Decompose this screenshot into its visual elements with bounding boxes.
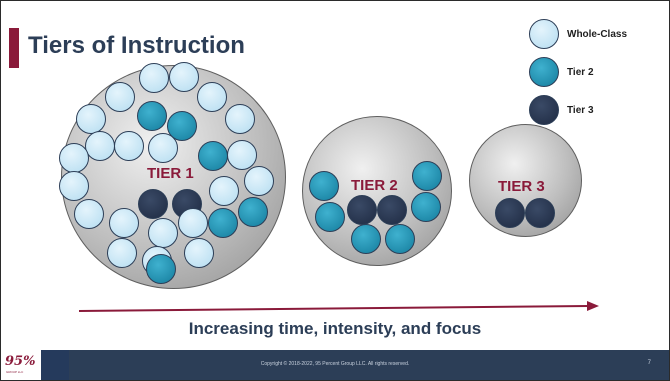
title-accent-bar xyxy=(9,28,19,68)
tier-3-student-dot xyxy=(377,195,407,225)
tier-3-group-circle xyxy=(469,124,582,237)
progression-caption: Increasing time, intensity, and focus xyxy=(188,319,482,338)
whole-class-student-dot xyxy=(209,176,239,206)
tier-2-student-dot xyxy=(385,224,415,254)
tier-2-student-dot xyxy=(146,254,176,284)
tier-3-label: TIER 3 xyxy=(498,178,545,195)
tier-2-student-dot xyxy=(238,197,268,227)
tier-3-student-dot xyxy=(347,195,377,225)
whole-class-student-dot xyxy=(244,166,274,196)
legend-item-whole-class: Whole-Class xyxy=(529,15,627,53)
whole-class-student-dot xyxy=(74,199,104,229)
legend-item-tier-2: Tier 2 xyxy=(529,53,627,91)
tier-2-dot-icon xyxy=(529,57,559,87)
whole-class-student-dot xyxy=(109,208,139,238)
progression-arrow xyxy=(79,301,599,312)
footer-accent-block xyxy=(41,350,69,380)
tier-3-student-dot xyxy=(495,198,525,228)
logo-subtext: GROUP LLC xyxy=(6,370,24,374)
tier-3-student-dot xyxy=(525,198,555,228)
whole-class-student-dot xyxy=(178,208,208,238)
page-number: 7 xyxy=(647,360,651,366)
tier-2-student-dot xyxy=(309,171,339,201)
whole-class-student-dot xyxy=(114,131,144,161)
legend-item-tier-3: Tier 3 xyxy=(529,91,627,129)
whole-class-student-dot xyxy=(76,104,106,134)
whole-class-student-dot xyxy=(107,238,137,268)
whole-class-student-dot xyxy=(227,140,257,170)
legend: Whole-Class Tier 2 Tier 3 xyxy=(529,15,627,129)
tier-2-student-dot xyxy=(198,141,228,171)
tier-2-student-dot xyxy=(208,208,238,238)
whole-class-student-dot xyxy=(85,131,115,161)
tier-2-student-dot xyxy=(411,192,441,222)
whole-class-student-dot xyxy=(148,218,178,248)
tier-3-dot-icon xyxy=(529,95,559,125)
tier-2-student-dot xyxy=(412,161,442,191)
whole-class-student-dot xyxy=(59,143,89,173)
tier-2-student-dot xyxy=(137,101,167,131)
tier-2-student-dot xyxy=(351,224,381,254)
logo-text: 95% xyxy=(5,354,36,369)
whole-class-student-dot xyxy=(225,104,255,134)
tier-1-label: TIER 1 xyxy=(147,165,194,182)
slide-title: Tiers of Instruction xyxy=(28,32,245,59)
tier-2-student-dot xyxy=(315,202,345,232)
whole-class-dot-icon xyxy=(529,19,559,49)
copyright-text: Copyright © 2018-2022, 95 Percent Group … xyxy=(260,361,410,367)
whole-class-student-dot xyxy=(105,82,135,112)
whole-class-student-dot xyxy=(197,82,227,112)
tier-3-student-dot xyxy=(138,189,168,219)
whole-class-student-dot xyxy=(184,238,214,268)
whole-class-student-dot xyxy=(169,62,199,92)
legend-label: Tier 2 xyxy=(567,66,594,78)
legend-label: Whole-Class xyxy=(567,28,628,40)
company-logo: 95% GROUP LLC xyxy=(1,350,41,380)
whole-class-student-dot xyxy=(59,171,89,201)
whole-class-student-dot xyxy=(139,63,169,93)
whole-class-student-dot xyxy=(148,133,178,163)
footer-bar: 95% GROUP LLC Copyright © 2018-2022, 95 … xyxy=(1,350,669,380)
tier-2-label: TIER 2 xyxy=(351,177,398,194)
legend-label: Tier 3 xyxy=(567,104,594,116)
